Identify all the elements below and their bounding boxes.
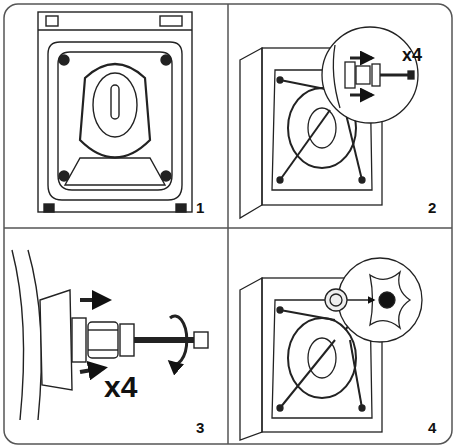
machine-rear-view <box>38 12 192 212</box>
quantity-label: x4 <box>104 372 137 402</box>
step-number: 3 <box>196 420 204 435</box>
panel-frame <box>4 4 452 444</box>
cap-inset <box>325 258 422 342</box>
bolt-inset <box>322 27 418 123</box>
machine-perspective <box>240 48 382 218</box>
bolt-closeup <box>12 250 208 420</box>
step-number: 1 <box>196 200 204 215</box>
quantity-label: x4 <box>402 46 422 64</box>
step-number: 2 <box>428 200 436 215</box>
step-number: 4 <box>428 420 436 435</box>
